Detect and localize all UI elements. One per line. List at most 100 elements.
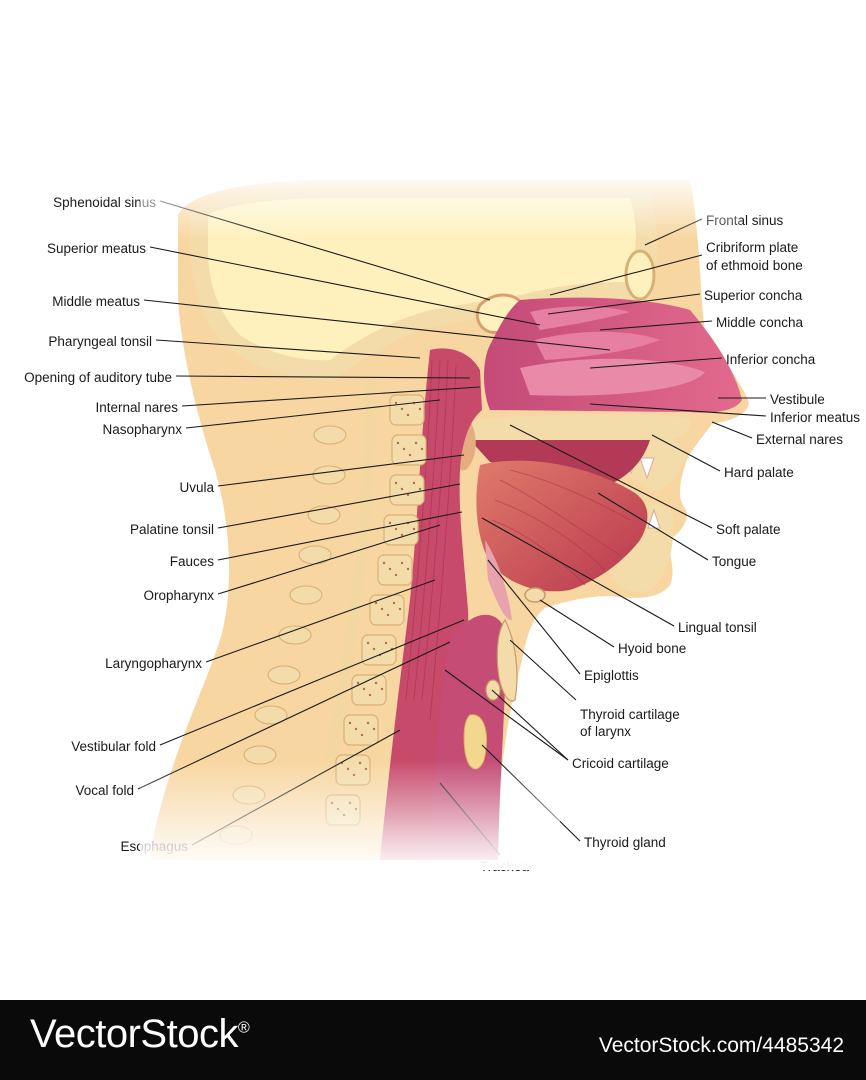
label-lingual-tonsil: Lingual tonsil (678, 620, 757, 635)
spinous-process (298, 545, 332, 565)
label-inferior-meatus: Inferior meatus (770, 410, 860, 425)
bone-dot (396, 441, 400, 445)
label-nasopharynx: Nasopharynx (102, 422, 182, 437)
bone-dot (406, 413, 410, 417)
bone-dot (386, 613, 390, 617)
spinous-process (278, 625, 312, 645)
bone-dot (394, 481, 398, 485)
thyroid-cartilage-shape (496, 618, 518, 702)
leader-line-fauces (217, 511, 463, 561)
pharyngeal-muscle (405, 359, 457, 721)
top-fade (140, 170, 740, 240)
tongue-fibers (491, 469, 631, 586)
bone-dot (418, 487, 422, 491)
leader-line-thyroid-cartilage-1 (509, 639, 577, 701)
label-hard-palate: Hard palate (724, 465, 794, 480)
bone-dot (384, 641, 388, 645)
bone-dot (400, 487, 404, 491)
label-cribriform-plate-1: Cribriform plate (706, 240, 798, 255)
label-inferior-concha: Inferior concha (726, 352, 816, 367)
vertebra (389, 474, 425, 506)
leader-line-lingual-tonsil (481, 517, 675, 627)
spinous-process (289, 585, 323, 605)
leader-line-external-nares (711, 421, 753, 439)
tongue-shape (476, 460, 648, 592)
watermark-brand-text: VectorStock (30, 1012, 238, 1056)
bone-dot (388, 567, 392, 571)
bone-dot (368, 693, 372, 697)
vertebra (369, 594, 405, 626)
leader-line-inferior-concha (589, 357, 723, 369)
label-laryngopharynx: Laryngopharynx (105, 656, 202, 671)
bone-dot (362, 687, 366, 691)
leader-line-palatine-tonsil (217, 483, 461, 529)
leader-line-cricoid-cartilage (444, 669, 569, 761)
spinous-process (313, 425, 347, 445)
leader-line-oropharynx (217, 524, 441, 595)
spinous-process (254, 705, 288, 725)
label-oropharynx: Oropharynx (143, 588, 214, 603)
bone-dot (380, 607, 384, 611)
label-external-nares: External nares (756, 432, 843, 447)
label-sphenoidal-sinus: Sphenoidal sinus (53, 195, 156, 210)
label-thyroid-cartilage-1: Thyroid cartilage (580, 707, 680, 722)
vertebra (377, 554, 413, 586)
bone-dot (406, 493, 410, 497)
label-middle-meatus: Middle meatus (52, 294, 140, 309)
bone-dot (374, 681, 378, 685)
label-palatine-tonsil: Palatine tonsil (130, 522, 214, 537)
label-cribriform-plate-2: of ethmoid bone (706, 258, 803, 273)
leader-line-middle-concha (599, 320, 713, 331)
vertebra (343, 714, 379, 746)
leader-line-internal-nares (181, 386, 481, 407)
vertebra (351, 674, 387, 706)
label-soft-palate: Soft palate (716, 522, 781, 537)
bone-dot (402, 447, 406, 451)
leader-line-cricoid-cartilage (491, 689, 569, 761)
watermark-brand: VectorStock® (30, 1012, 250, 1057)
bone-dot (412, 481, 416, 485)
leader-line-hyoid-bone (539, 599, 615, 648)
bone-dot (348, 721, 352, 725)
vertebra (389, 394, 425, 426)
label-vocal-fold: Vocal fold (75, 783, 134, 798)
watermark-site-id: VectorStock.com/4485342 (598, 1034, 844, 1057)
spinous-process (312, 465, 346, 485)
label-uvula: Uvula (179, 480, 214, 495)
leader-line-laryngopharynx (205, 579, 436, 663)
frontal-sinus (624, 249, 656, 301)
bone-dot (394, 573, 398, 577)
leader-line-inferior-meatus (589, 403, 767, 417)
bone-dot (412, 527, 416, 531)
bone-dot (394, 401, 398, 405)
bone-dot (400, 533, 404, 537)
bone-dot (400, 407, 404, 411)
bone-dot (366, 641, 370, 645)
bone-dot (382, 561, 386, 565)
leader-line-soft-palate (509, 424, 713, 529)
label-internal-nares: Internal nares (95, 400, 178, 415)
hyoid-shape (524, 587, 546, 603)
label-superior-meatus: Superior meatus (47, 241, 146, 256)
bone-dot (374, 601, 378, 605)
bone-dot (380, 687, 384, 691)
bone-dot (372, 727, 376, 731)
label-middle-concha: Middle concha (716, 315, 804, 330)
bone-dot (356, 681, 360, 685)
bone-dot (400, 561, 404, 565)
superior-concha-shape (530, 306, 630, 330)
bone-dot (418, 407, 422, 411)
leader-line-uvula (217, 454, 465, 487)
bone-dot (414, 441, 418, 445)
label-vestibule: Vestibule (770, 392, 825, 407)
bone-dot (366, 721, 370, 725)
bone-dot (372, 647, 376, 651)
label-epiglottis: Epiglottis (584, 668, 639, 683)
spinal-cord (325, 379, 376, 761)
label-tongue: Tongue (712, 554, 756, 569)
inferior-concha-shape (520, 358, 705, 396)
label-thyroid-cartilage-2: of larynx (580, 724, 631, 739)
leader-line-vestibular-fold (159, 619, 465, 746)
